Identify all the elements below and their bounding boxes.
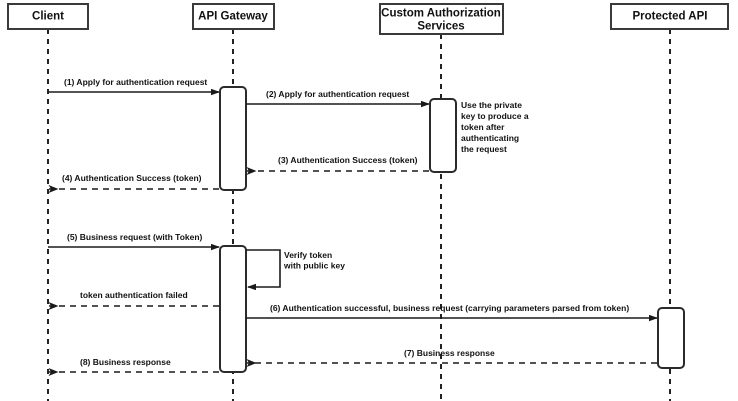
activation-bar-api-act-1[interactable] [657, 307, 685, 369]
message-m1[interactable]: (1) Apply for authentication request [48, 77, 220, 96]
message-m4[interactable]: (4) Authentication Success (token) [48, 173, 219, 193]
message-label-m3: (3) Authentication Success (token) [278, 155, 418, 165]
activation-bar-gateway-act-1[interactable] [219, 86, 247, 191]
lifeline-label-gateway: API Gateway [198, 11, 268, 23]
message-label-m2: (2) Apply for authentication request [266, 89, 409, 99]
lifeline-box-client[interactable] [7, 3, 89, 30]
messages-layer: (1) Apply for authentication request (2) … [48, 77, 658, 376]
message-m3[interactable]: (3) Authentication Success (token) [246, 155, 429, 175]
message-mfail[interactable]: token authentication failed [48, 290, 219, 310]
self-message-arrow-self-verify [246, 249, 281, 291]
message-label-m6: (6) Authentication successful, business … [270, 303, 629, 313]
message-m8[interactable]: (8) Business response [48, 357, 219, 376]
lifeline-api[interactable]: Protected API [610, 3, 729, 401]
lifeline-client[interactable]: Client [7, 3, 89, 401]
message-m7[interactable]: (7) Business response [246, 348, 657, 367]
message-label-m8: (8) Business response [80, 357, 171, 367]
message-label-m4: (4) Authentication Success (token) [62, 173, 202, 183]
message-m6[interactable]: (6) Authentication successful, business … [246, 303, 658, 322]
lifeline-label-api: Protected API [633, 11, 708, 23]
activation-bar-auth-act-1[interactable] [429, 98, 457, 173]
message-m2[interactable]: (2) Apply for authentication request [246, 89, 430, 108]
message-m5[interactable]: (5) Business request (with Token) [48, 232, 220, 251]
lifeline-label-client: Client [32, 11, 64, 23]
activations-layer [219, 86, 685, 373]
lifeline-box-gateway[interactable] [192, 3, 275, 30]
message-label-m1: (1) Apply for authentication request [64, 77, 207, 87]
lifeline-box-auth[interactable] [379, 3, 504, 35]
message-label-mfail: token authentication failed [80, 290, 188, 300]
lifeline-box-api[interactable] [610, 3, 729, 30]
activation-bar-gateway-act-2[interactable] [219, 245, 247, 373]
message-label-m5: (5) Business request (with Token) [67, 232, 203, 242]
message-label-m7: (7) Business response [404, 348, 495, 358]
